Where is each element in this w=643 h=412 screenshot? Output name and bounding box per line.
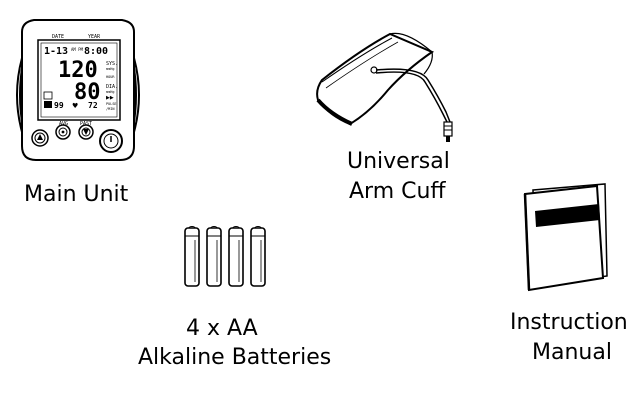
arm-cuff bbox=[316, 32, 435, 126]
lcd-fast-forward-icon: ▶▶ bbox=[106, 95, 114, 101]
lcd-am-pm: AM PM bbox=[71, 47, 84, 52]
user-select-button[interactable] bbox=[31, 129, 49, 147]
batteries-caption-line1: 4 x AA bbox=[186, 316, 258, 341]
lcd-year-label: YEAR bbox=[88, 34, 101, 40]
manual-caption-line1: Instruction bbox=[510, 310, 628, 335]
battery-4 bbox=[250, 226, 266, 287]
lcd-diastolic-value: 80 bbox=[74, 80, 101, 105]
main-unit-figure: DATE YEAR 1-13 AM PM 8:00 120 SYS. mmHg … bbox=[16, 19, 140, 161]
lcd-heart-icon: ♥ bbox=[72, 102, 78, 110]
lcd-pulse-unit: /MIN bbox=[106, 107, 114, 111]
lcd-diastolic-unit: mmHg bbox=[106, 90, 114, 94]
battery-1 bbox=[184, 226, 200, 287]
power-button[interactable] bbox=[99, 129, 123, 153]
lcd-date-label: DATE bbox=[52, 34, 64, 40]
manual-figure bbox=[523, 183, 608, 292]
arm-cuff-caption-line1: Universal bbox=[347, 149, 450, 174]
main-unit-caption: Main Unit bbox=[24, 182, 129, 207]
lcd-date-value: 1-13 bbox=[44, 46, 68, 57]
batteries-figure bbox=[184, 226, 266, 287]
hose-connector bbox=[443, 121, 453, 142]
past-button[interactable] bbox=[78, 124, 94, 140]
manual-caption-line2: Manual bbox=[532, 340, 612, 365]
arm-cuff-caption-line2: Arm Cuff bbox=[349, 179, 446, 204]
lcd-memory-icon bbox=[44, 101, 52, 108]
battery-3 bbox=[228, 226, 244, 287]
lcd-systolic-unit: mmHg bbox=[106, 67, 114, 71]
lcd-systolic-label: SYS. bbox=[106, 61, 118, 67]
lcd-pulse-label: PULSE bbox=[106, 102, 117, 106]
batteries-caption-line2: Alkaline Batteries bbox=[138, 345, 332, 370]
avg-button[interactable] bbox=[55, 124, 71, 140]
avg-button-label: AVG bbox=[59, 121, 68, 127]
arm-cuff-figure bbox=[316, 32, 453, 142]
past-button-label: PAST bbox=[80, 121, 92, 127]
lcd-user-icon bbox=[43, 91, 53, 100]
air-hose bbox=[375, 68, 451, 123]
lcd-time-value: 8:00 bbox=[84, 46, 108, 57]
lcd-systolic-value: 120 bbox=[58, 58, 98, 83]
lcd-memory-value: 99 bbox=[54, 101, 64, 110]
main-unit-left-grip bbox=[16, 57, 23, 133]
manual-cover-band bbox=[535, 204, 600, 227]
lcd-hour-label: HOUR bbox=[106, 75, 115, 79]
battery-2 bbox=[206, 226, 222, 287]
lcd-pulse-value: 72 bbox=[88, 101, 98, 110]
main-unit-right-grip bbox=[133, 57, 140, 133]
lcd-diastolic-label: DIA. bbox=[106, 84, 118, 90]
manual-cover bbox=[523, 184, 605, 292]
